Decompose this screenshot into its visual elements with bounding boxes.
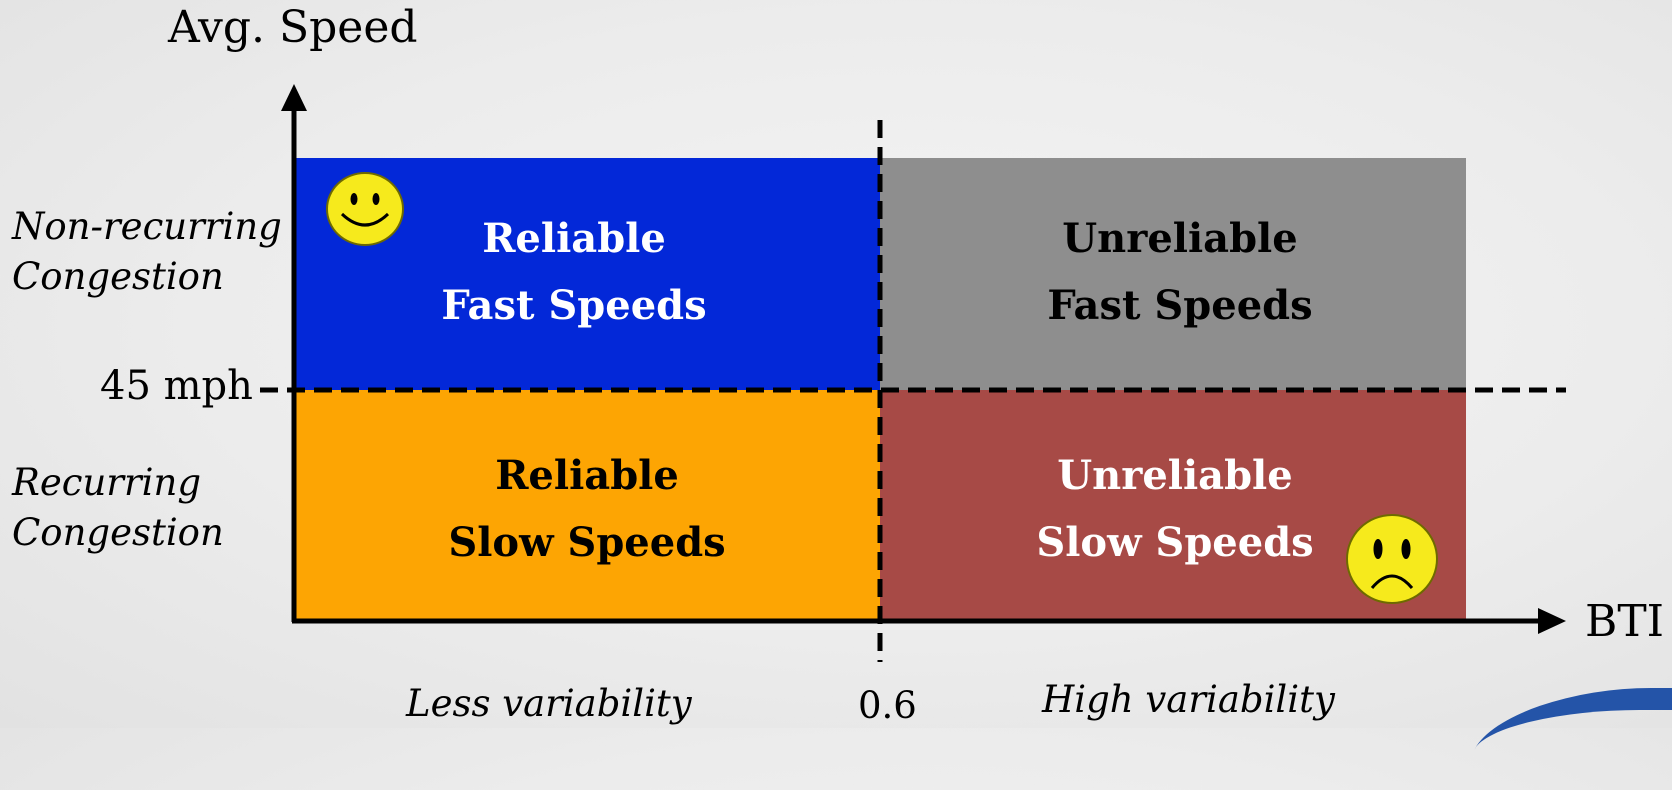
- sad-face-icon: [1346, 514, 1438, 604]
- x-axis-arrowhead: [1538, 608, 1566, 634]
- row-label-recurring: Recurring Congestion: [12, 461, 224, 554]
- column-label-high-variability: High variability: [1042, 678, 1335, 721]
- column-label-less-variability: Less variability: [406, 682, 692, 725]
- y-axis-title: Avg. Speed: [168, 2, 418, 53]
- quadrant-unreliable-slow-label: Unreliable Slow Speeds: [1036, 452, 1314, 566]
- quadrant-reliable-slow-label: Reliable Slow Speeds: [448, 452, 726, 566]
- quadrant-unreliable-fast-label: Unreliable Fast Speeds: [1047, 215, 1313, 329]
- axes-svg: [260, 84, 1566, 662]
- x-axis-title: BTI: [1585, 596, 1665, 647]
- quadrant-unreliable-fast: [880, 158, 1466, 390]
- row-label-non-recurring: Non-recurring Congestion: [12, 205, 282, 298]
- speed-threshold-label: 45 mph: [100, 363, 253, 409]
- quadrant-reliable-slow: [294, 390, 880, 620]
- quadrant-reliable-fast-label: Reliable Fast Speeds: [441, 215, 707, 329]
- happy-face-icon: [326, 172, 404, 246]
- bti-threshold-label: 0.6: [858, 684, 917, 727]
- y-axis-arrowhead: [281, 84, 307, 111]
